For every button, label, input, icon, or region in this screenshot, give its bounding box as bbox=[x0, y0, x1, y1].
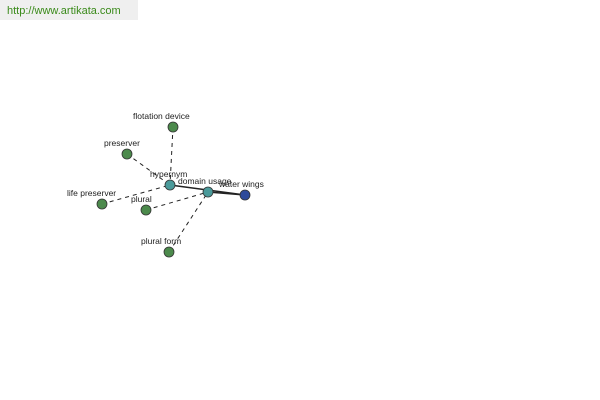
node-flotation-device-label: flotation device bbox=[133, 111, 190, 121]
node-water-wings-dot[interactable] bbox=[239, 189, 251, 201]
node-plural-form-label: plural form bbox=[141, 236, 181, 246]
node-preserver[interactable]: preserver bbox=[104, 138, 140, 160]
node-hypernym[interactable]: hypernym bbox=[150, 169, 187, 191]
node-plural-dot[interactable] bbox=[140, 204, 152, 216]
source-bar: http://www.artikata.com bbox=[0, 0, 138, 20]
node-life-preserver-label: life preserver bbox=[67, 188, 116, 198]
node-plural[interactable]: plural bbox=[131, 194, 152, 216]
edge-flotation-device-to-hypernym bbox=[169, 126, 174, 186]
node-domain-usage-dot[interactable] bbox=[202, 186, 214, 198]
node-water-wings-label: water wings bbox=[218, 179, 264, 189]
node-layer: flotation device preserver hypernym life pr… bbox=[67, 111, 264, 258]
node-domain-usage[interactable]: domain usage bbox=[178, 176, 232, 198]
edge-preserver-to-hypernym bbox=[126, 153, 171, 186]
edge-plural-form-to-domain-usage bbox=[168, 191, 209, 253]
node-water-wings[interactable]: water wings bbox=[218, 179, 264, 201]
edge-plural-to-domain-usage bbox=[145, 191, 209, 211]
node-plural-form-dot[interactable] bbox=[163, 246, 175, 258]
source-link[interactable]: http://www.artikata.com bbox=[7, 5, 121, 17]
node-plural-label: plural bbox=[131, 194, 152, 204]
node-hypernym-label: hypernym bbox=[150, 169, 187, 179]
edge-domain-usage-to-water-wings bbox=[207, 191, 246, 196]
node-flotation-device[interactable]: flotation device bbox=[133, 111, 190, 133]
node-domain-usage-label: domain usage bbox=[178, 176, 232, 186]
node-preserver-dot[interactable] bbox=[121, 148, 133, 160]
node-plural-form[interactable]: plural form bbox=[141, 236, 181, 258]
node-preserver-label: preserver bbox=[104, 138, 140, 148]
node-life-preserver[interactable]: life preserver bbox=[67, 188, 116, 210]
edge-life-preserver-to-hypernym bbox=[101, 184, 171, 205]
node-hypernym-dot[interactable] bbox=[164, 179, 176, 191]
node-life-preserver-dot[interactable] bbox=[96, 198, 108, 210]
node-flotation-device-dot[interactable] bbox=[167, 121, 179, 133]
